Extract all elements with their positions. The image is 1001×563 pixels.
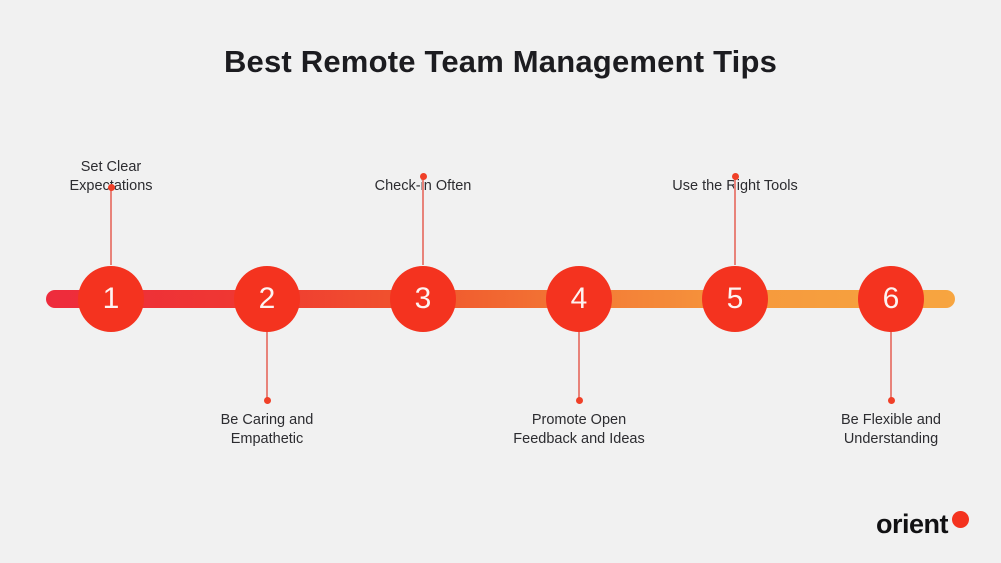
step-node-6[interactable]: 6 [858,266,924,332]
step-connector-dot-6 [888,397,895,404]
step-node-5[interactable]: 5 [702,266,768,332]
brand-dot-icon [952,511,969,528]
brand-logo-text: orient [875,508,949,539]
step-connector-dot-2 [264,397,271,404]
step-connector-5 [734,177,736,265]
step-connector-4 [578,298,580,400]
step-node-1[interactable]: 1 [78,266,144,332]
page-title: Best Remote Team Management Tips [223,44,778,79]
step-node-3[interactable]: 3 [390,266,456,332]
step-label-4: Promote Open Feedback and Ideas [513,412,645,447]
step-label-2: Be Caring and Empathetic [220,412,314,447]
step-connector-2 [266,298,268,400]
brand-logo: orient [876,507,969,541]
step-connector-dot-3 [420,173,427,180]
step-connector-dot-1 [108,184,115,191]
step-node-4[interactable]: 4 [546,266,612,332]
step-label-6: Be Flexible and Understanding [841,412,941,447]
step-node-2[interactable]: 2 [234,266,300,332]
step-connector-6 [890,298,892,400]
timeline-bar [46,290,955,308]
step-connector-dot-5 [732,173,739,180]
step-label-3: Check-in Often [374,178,472,194]
step-connector-dot-4 [576,397,583,404]
step-connector-1 [110,188,112,265]
step-connector-3 [422,177,424,265]
